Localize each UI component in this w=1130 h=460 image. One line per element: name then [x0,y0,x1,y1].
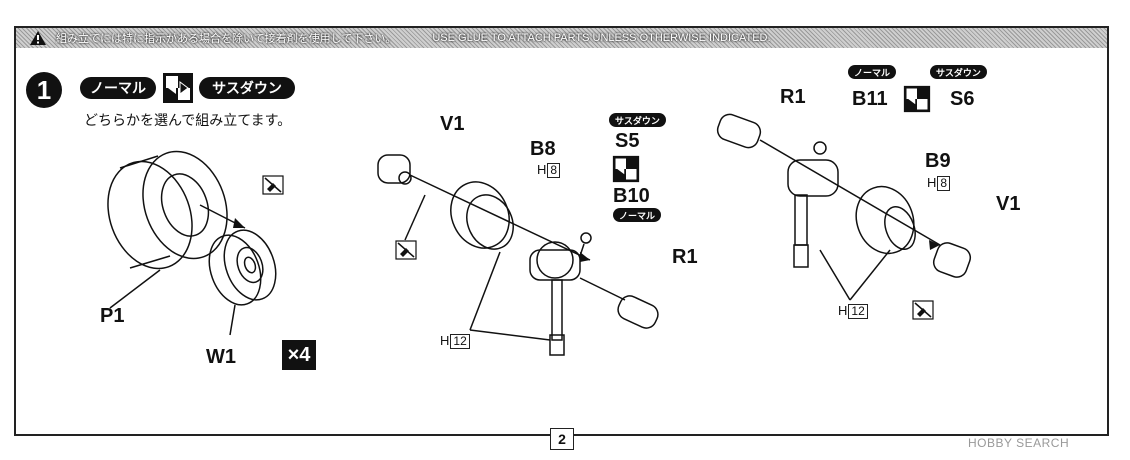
page-number: 2 [550,428,574,450]
part-label-p1: P1 [100,305,125,327]
choice-arrow-icon [163,73,193,103]
part-label-b11: B11 [852,88,888,110]
step-instruction: どちらかを選んで組み立てます。 [84,113,292,129]
glue-icon [262,175,284,195]
watermark: HOBBY SEARCH [968,436,1070,450]
choice-arrow-icon [903,85,931,113]
part-label-v1: V1 [440,113,465,135]
choice-arrow-icon [612,155,640,183]
part-label-s5: S5 [615,130,640,152]
warning-icon [30,31,46,45]
glue-icon [912,300,934,320]
normal-tag: ノーマル [613,208,662,222]
step-number: 1 [26,72,62,108]
option-normal-badge: ノーマル [80,77,156,99]
part-label-r1: R1 [780,86,806,108]
part-label-b8: B8 [530,138,556,160]
part-label-w1: W1 [206,346,236,368]
part-label-v1: V1 [996,193,1021,215]
part-label-b10: B10 [613,185,650,207]
banner-jp-text: 組み立てには特に指示がある場合を除いて接着剤を使用して下さい。 [56,32,397,45]
part-label-s6: S6 [950,88,975,110]
glue-icon [395,240,417,260]
lowered-tag: サスダウン [930,65,987,79]
part-label-r1: R1 [672,246,698,268]
banner-en-text: USE GLUE TO ATTACH PARTS UNLESS OTHERWIS… [432,32,771,44]
lowered-tag: サスダウン [609,113,666,127]
glue-banner: 組み立てには特に指示がある場合を除いて接着剤を使用して下さい。 USE GLUE… [16,28,1107,48]
option-lowered-badge: サスダウン [199,77,295,99]
normal-tag: ノーマル [848,65,897,79]
quantity-badge: ×4 [282,340,316,370]
part-label-b9: B9 [925,150,951,172]
